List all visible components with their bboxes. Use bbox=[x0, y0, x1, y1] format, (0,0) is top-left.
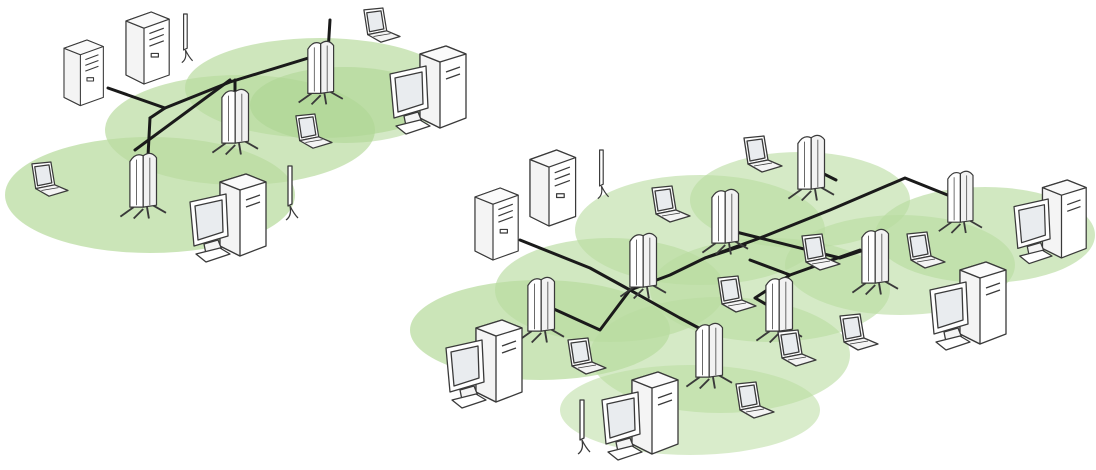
laptop-icon bbox=[735, 381, 775, 419]
laptop-icon bbox=[717, 275, 757, 313]
laptop-icon bbox=[31, 161, 69, 197]
access-point-icon bbox=[701, 188, 749, 256]
laptop-icon bbox=[801, 233, 841, 271]
laptop-icon bbox=[743, 135, 783, 173]
access-point-icon bbox=[787, 134, 835, 202]
server-tower-icon bbox=[474, 187, 519, 261]
access-point-icon bbox=[119, 152, 167, 220]
laptop-icon bbox=[839, 313, 879, 351]
laptop-icon bbox=[567, 337, 607, 375]
laptop-icon bbox=[651, 185, 691, 223]
small-network-diagram bbox=[5, 7, 467, 263]
desktop-computer-icon bbox=[601, 371, 679, 461]
small-network-devices bbox=[31, 7, 467, 263]
laptop-icon bbox=[363, 7, 401, 43]
access-point-icon bbox=[298, 40, 344, 106]
desktop-computer-icon bbox=[929, 261, 1007, 351]
microphone-stand-icon bbox=[285, 165, 299, 221]
coverage-zone bbox=[560, 365, 820, 455]
desktop-computer-icon bbox=[445, 319, 523, 409]
server-tower-icon bbox=[125, 11, 170, 85]
desktop-computer-icon bbox=[389, 45, 467, 135]
access-point-icon bbox=[517, 276, 565, 344]
access-point-icon bbox=[938, 170, 983, 234]
access-point-icon bbox=[851, 228, 899, 296]
desktop-computer-icon bbox=[189, 173, 267, 263]
laptop-icon bbox=[777, 329, 817, 367]
microphone-stand-icon bbox=[577, 399, 591, 455]
coverage-zones bbox=[5, 38, 455, 253]
access-point-icon bbox=[685, 322, 733, 390]
microphone-stand-icon bbox=[597, 149, 610, 200]
large-network-devices bbox=[445, 134, 1087, 461]
access-point-icon bbox=[211, 88, 259, 156]
microphone-stand-icon bbox=[181, 13, 194, 64]
server-tower-icon bbox=[63, 39, 104, 107]
access-point-icon bbox=[619, 232, 667, 300]
desktop-computer-icon bbox=[1013, 179, 1087, 265]
server-tower-icon bbox=[529, 149, 577, 227]
laptop-icon bbox=[906, 231, 946, 269]
access-point-icon bbox=[755, 276, 803, 344]
laptop-icon bbox=[295, 113, 333, 149]
large-network-diagram bbox=[410, 134, 1095, 461]
